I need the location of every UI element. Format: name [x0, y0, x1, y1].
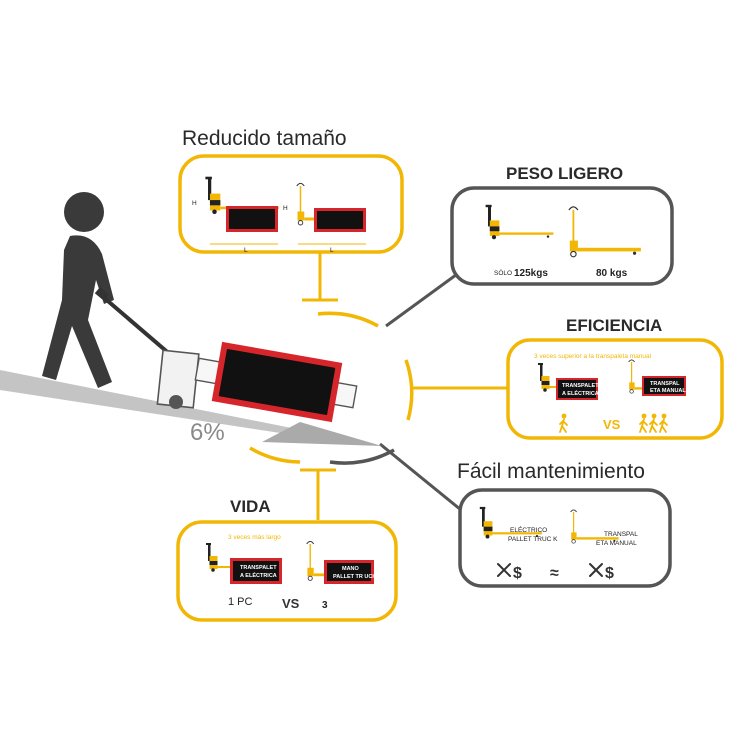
weight-left-prefix: SÓLO	[494, 268, 512, 277]
approx-symbol: ≈	[550, 565, 559, 582]
life-left-label-1: TRANSPALET	[240, 565, 277, 571]
wrench-screwdriver-icon	[589, 563, 603, 577]
connector-lines	[300, 252, 508, 520]
panel-weight-title: PESO LIGERO	[506, 164, 623, 183]
panel-life-title: VIDA	[230, 497, 271, 516]
person-figure	[42, 192, 114, 388]
ramp-truck	[156, 341, 358, 423]
life-right-count: 3	[322, 600, 328, 611]
weight-right-value: 80 kgs	[596, 268, 628, 279]
panel-size-title: Reducido tamaño	[182, 127, 347, 150]
panel-size: Reducido tamaño H L H L	[178, 127, 404, 254]
life-note: 3 veces más largo	[228, 534, 281, 541]
panel-maintenance: Fácil mantenimiento ELÉCTRICO PALLET TRU…	[457, 460, 672, 588]
panel-efficiency: EFICIENCIA 3 veces superior a la transpa…	[506, 316, 724, 440]
ramp-scene: 6%	[0, 192, 382, 446]
grade-label: 6%	[190, 419, 225, 446]
life-left-label-2: A ELÉCTRICA	[240, 571, 277, 579]
efficiency-vs: VS	[603, 417, 621, 432]
eff-right-label-2: ETA MANUAL	[650, 388, 686, 394]
life-left-count: 1 PC	[228, 596, 253, 608]
maint-right-label-1: TRANSPAL	[604, 531, 638, 538]
eff-left-label-2: A ELÉCTRICA	[562, 389, 599, 397]
panel-weight: PESO LIGERO SÓLO 125kgs 80 kgs	[450, 164, 674, 286]
eff-left-label-1: TRANSPALET	[562, 383, 599, 389]
life-right-label-1: MANO	[342, 566, 360, 572]
dim-l-left: L	[244, 247, 248, 254]
dim-l-right: L	[330, 247, 334, 254]
panel-efficiency-title: EFICIENCIA	[566, 316, 662, 335]
maint-right-label-2: ETA MANUAL	[596, 540, 637, 547]
life-vs: VS	[282, 596, 300, 611]
dim-h-right: H	[283, 205, 288, 212]
dim-h-left: H	[192, 200, 197, 207]
efficiency-note: 3 veces superior a la transpaleta manual	[534, 353, 652, 360]
life-right-label-2: PALLET TR UCK	[333, 574, 376, 580]
maint-left-label-2: PALLET TRUC K	[508, 536, 558, 543]
dollar-icon: $	[605, 565, 614, 582]
panel-maintenance-title: Fácil mantenimiento	[457, 460, 645, 483]
wrench-screwdriver-icon	[497, 563, 511, 577]
eff-right-label-1: TRANSPAL	[650, 381, 680, 387]
dollar-icon: $	[513, 565, 522, 582]
weight-left-value: 125kgs	[514, 268, 548, 279]
maint-left-label-1: ELÉCTRICO	[510, 525, 547, 534]
panel-life: VIDA 3 veces más largo TRANSPALET A ELÉC…	[176, 497, 398, 622]
